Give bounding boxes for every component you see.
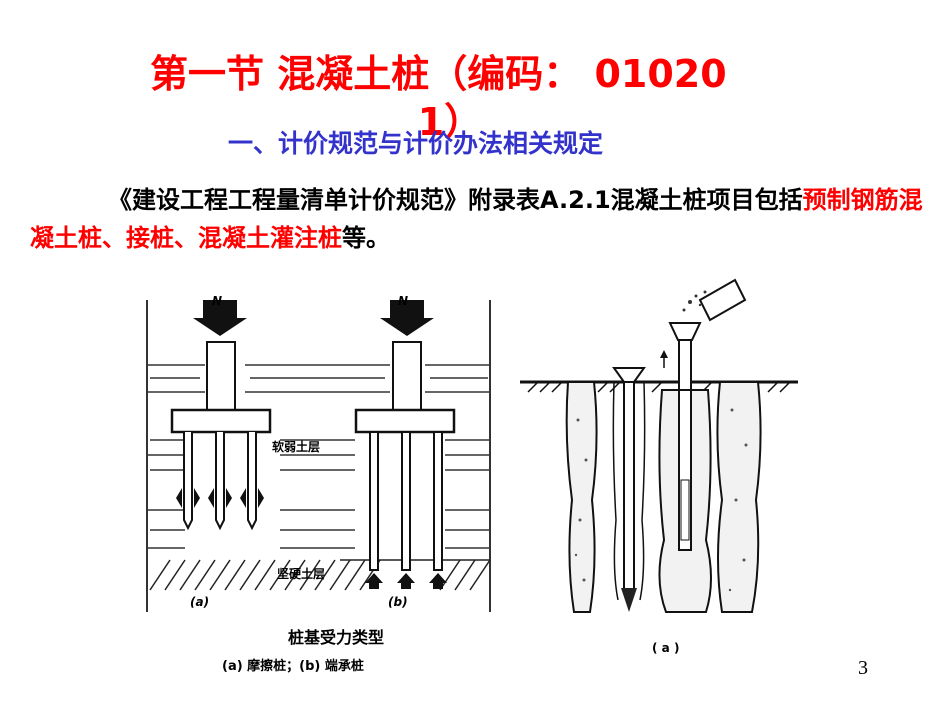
title-line-1: 第一节 混凝土桩（编码： 01020	[150, 52, 727, 96]
diagram-label-b: (b)	[388, 595, 408, 609]
soft-layer-label: 软弱土层	[272, 439, 320, 454]
section-subtitle: 一、计价规范与计价办法相关规定	[228, 129, 604, 158]
load-label-a: N	[212, 294, 222, 308]
slide-title: 第一节 混凝土桩（编码： 01020 1）	[150, 50, 790, 146]
diagram-label-a: (a)	[190, 595, 209, 609]
casing-pipe	[612, 367, 646, 612]
soft-soil-hatching	[147, 364, 490, 549]
title-line-2: 1）	[417, 100, 483, 144]
figure-caption: 桩基受力类型	[288, 628, 384, 647]
concrete-bucket	[682, 278, 747, 322]
pile-group-b	[354, 300, 456, 589]
diagram-label: ( a )	[652, 641, 679, 655]
pile-group-a	[170, 300, 272, 531]
paragraph-text-1: 《建设工程工程量清单计价规范》附录表A.2.1混凝土桩项目包括	[108, 186, 803, 214]
body-paragraph: 《建设工程工程量清单计价规范》附录表A.2.1混凝土桩项目包括预制钢筋混凝土桩、…	[30, 181, 930, 257]
hard-soil-hatching	[149, 559, 491, 591]
pile-force-diagram: N N 软弱土层 坚硬土层 (a) (b) 桩基受力类型 (a) 摩擦桩；(b)…	[146, 294, 491, 674]
figure-sub-caption: (a) 摩擦桩；(b) 端承桩	[222, 658, 364, 674]
load-arrow-b	[380, 300, 434, 336]
concrete-pile-1	[565, 381, 598, 613]
ground-hatching	[527, 381, 791, 393]
cast-in-place-pile-diagram: ( a )	[520, 278, 798, 655]
paragraph-text-2: 等。	[342, 224, 390, 252]
hard-layer-label: 坚硬土层	[277, 566, 325, 581]
page-number: 3	[858, 657, 868, 679]
load-arrow-a	[193, 300, 247, 336]
withdrawing-pipe	[658, 322, 712, 613]
load-label-b: N	[398, 294, 408, 308]
paragraph-highlight: 预制钢筋混凝土桩、接桩、混凝土灌注桩	[30, 186, 923, 252]
concrete-pile-3	[716, 381, 762, 613]
